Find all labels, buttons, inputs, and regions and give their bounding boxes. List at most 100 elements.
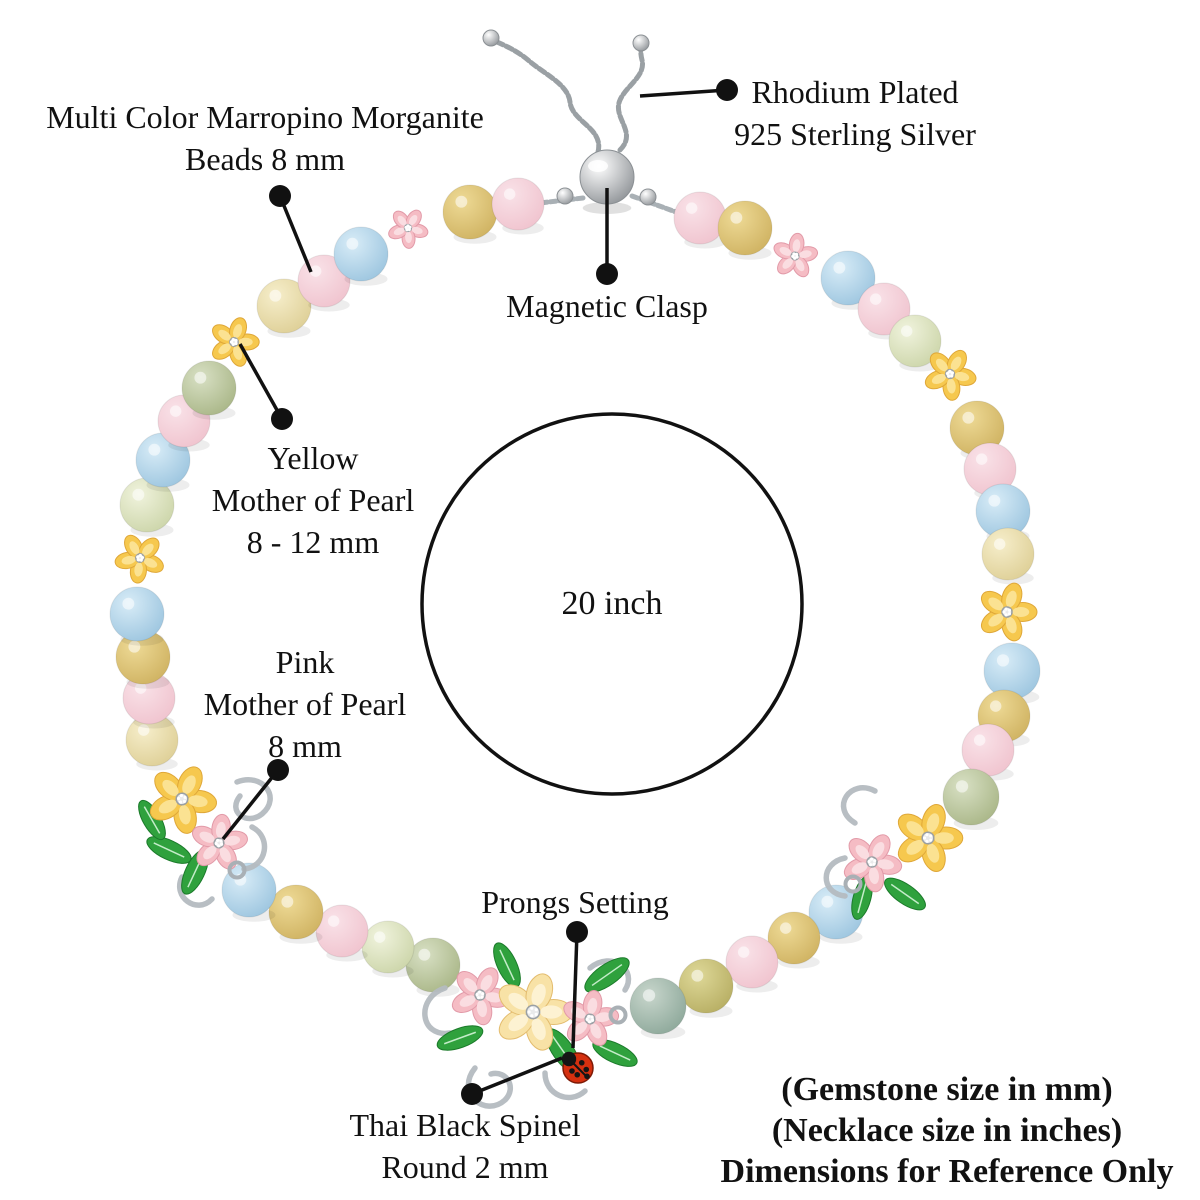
bead-cream — [256, 278, 312, 338]
pink-flower-charm — [843, 834, 903, 893]
silver-scroll — [233, 777, 273, 822]
bead-yellow — [268, 884, 324, 944]
bead-green — [181, 360, 237, 420]
label-morganite-beads: Multi Color Marropino Morganite Beads 8 … — [46, 96, 484, 180]
silver-scroll — [542, 1070, 588, 1101]
bead-blue — [333, 226, 389, 286]
bead-green — [405, 937, 461, 997]
flower-cluster — [422, 942, 638, 1109]
yellow-flower-charm — [924, 349, 977, 401]
label-pink-mother-of-pearl: Pink Mother of Pearl 8 mm — [204, 641, 407, 767]
callout-line-prongs — [571, 931, 579, 1049]
bead-blue — [808, 884, 864, 944]
label-line: 925 Sterling Silver — [734, 116, 976, 152]
label-line: Mother of Pearl — [211, 482, 415, 518]
bead-blue — [135, 432, 191, 492]
ladybug-charm — [561, 1051, 594, 1084]
bead-pink — [315, 904, 369, 962]
callout-line-spinel — [471, 1056, 563, 1096]
label-prongs-setting: Prongs Setting — [481, 881, 669, 923]
bead-pink — [297, 254, 351, 312]
leaf — [146, 836, 192, 864]
label-rhodium-silver: Rhodium Plated 925 Sterling Silver — [734, 71, 976, 155]
bead-cream — [125, 713, 179, 771]
silver-scroll — [840, 785, 878, 826]
pink-flower-charm — [563, 990, 620, 1047]
callout-dot-rhodium — [716, 79, 738, 101]
bead-blue — [109, 586, 165, 646]
label-line: (Gemstone size in mm) — [781, 1071, 1113, 1108]
jump-ring — [608, 1005, 628, 1025]
callout-line-yellow-mop — [238, 343, 284, 420]
pink-flower-charm — [388, 209, 429, 249]
callout-line-pink-mop — [221, 768, 280, 841]
label-line: Beads 8 mm — [185, 141, 345, 177]
bead-olive — [678, 958, 734, 1018]
callout-line-morganite — [278, 195, 313, 273]
callout-dot-pink-mop — [267, 759, 289, 781]
silver-scroll — [823, 855, 848, 899]
label-line: (Necklace size in inches) — [771, 1112, 1123, 1149]
gemstone-beads — [109, 177, 1041, 1039]
label-line: Mother of Pearl — [203, 686, 407, 722]
yellow-flower-charm — [212, 317, 260, 367]
callout-dot-prongs — [566, 921, 588, 943]
cream-flower-charm — [498, 973, 574, 1051]
callout-dot-yellow-mop — [271, 408, 293, 430]
label-line: Multi Color Marropino Morganite — [46, 99, 484, 135]
bead-yellow — [767, 911, 821, 969]
size-reference-circle — [420, 412, 804, 796]
label-magnetic-clasp: Magnetic Clasp — [506, 285, 708, 327]
label-thai-black-spinel: Thai Black Spinel Round 2 mm — [349, 1104, 580, 1188]
callouts — [221, 79, 738, 1105]
label-line: Thai Black Spinel — [349, 1107, 581, 1143]
bead-pink — [673, 191, 727, 249]
magnetic-clasp — [556, 149, 657, 214]
label-footnote: (Gemstone size in mm) (Necklace size in … — [721, 1069, 1174, 1192]
pink-flower-charm — [451, 967, 511, 1026]
bead-green — [942, 768, 1000, 830]
leaf — [851, 876, 873, 920]
label-line: Prongs Setting — [481, 884, 669, 920]
yellow-flower-charm — [149, 766, 218, 834]
callout-line-rhodium — [639, 88, 728, 98]
label-line: Pink — [275, 644, 335, 680]
yellow-flower-charm — [114, 534, 164, 584]
yellow-flower-charm — [897, 804, 964, 872]
silver-scroll — [241, 824, 268, 872]
bead-teal — [629, 977, 687, 1039]
flower-cluster — [138, 766, 273, 908]
label-line: 8 - 12 mm — [246, 524, 380, 560]
silver-scroll — [422, 985, 453, 1037]
label-yellow-mother-of-pearl: Yellow Mother of Pearl 8 - 12 mm — [212, 437, 415, 563]
label-line: Rhodium Plated — [751, 74, 959, 110]
bead-cream — [981, 527, 1035, 585]
leaf — [592, 1039, 638, 1067]
flower-charms — [114, 209, 1038, 642]
bead-palegreen — [361, 920, 415, 978]
callout-dot-spinel — [461, 1083, 483, 1105]
bead-pink — [491, 177, 545, 235]
leaf — [884, 877, 926, 911]
bead-yellow — [717, 200, 773, 260]
yellow-flower-charm — [980, 582, 1038, 642]
jump-ring — [227, 860, 247, 880]
label-line: Yellow — [267, 440, 359, 476]
jump-ring — [843, 874, 863, 894]
label-line: Magnetic Clasp — [506, 288, 708, 324]
pink-flower-charm — [773, 232, 819, 278]
bead-yellow — [115, 629, 171, 689]
leaf — [584, 957, 630, 993]
label-necklace-size: 20 inch — [561, 583, 662, 625]
pink-flower-charm — [191, 813, 248, 870]
callout-dot-magnetic-clasp — [596, 263, 618, 285]
bead-pink — [725, 935, 779, 993]
label-line: Round 2 mm — [381, 1149, 549, 1185]
bead-pink — [122, 671, 176, 729]
bead-yellow — [442, 184, 498, 244]
leaf — [436, 1025, 484, 1051]
silver-scroll — [177, 874, 215, 908]
label-line: 8 mm — [268, 728, 342, 764]
